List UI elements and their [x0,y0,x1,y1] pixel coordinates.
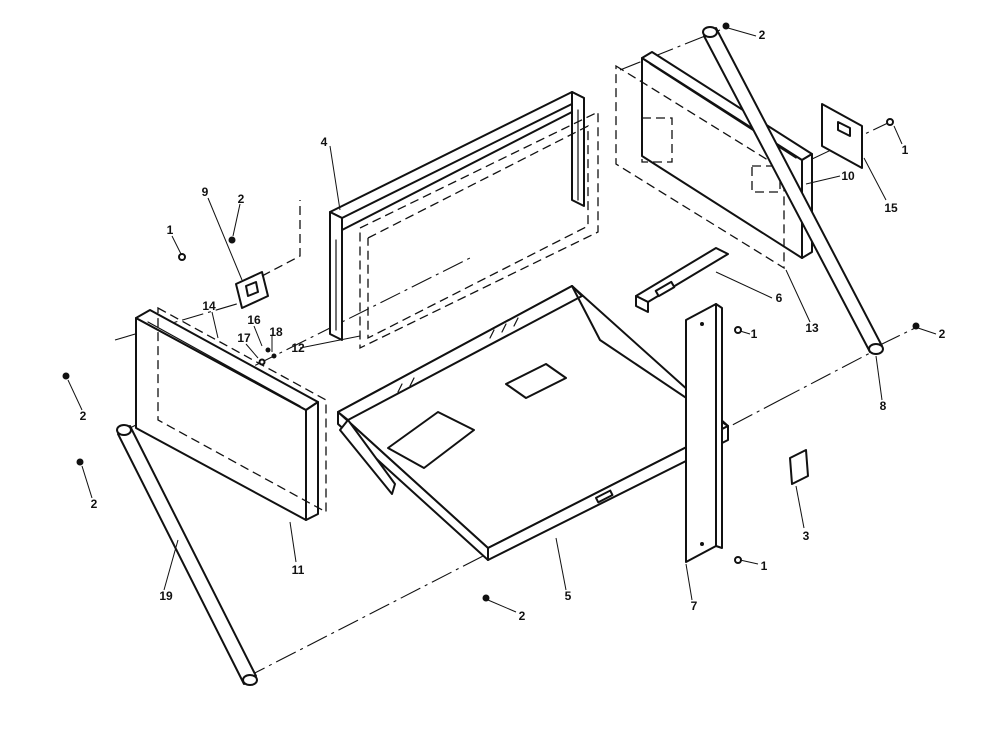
part-4-back-frame [329,91,585,341]
part-15-bracket [821,103,863,169]
callout-9: 9 [202,185,209,199]
callout-15: 15 [884,201,898,215]
part-13-dashed-panel [615,64,785,270]
callout-1d: 1 [761,559,768,573]
callout-2c: 2 [939,327,946,341]
callout-labels: 4 9 2 1 14 16 18 17 12 2 10 15 1 6 13 1 … [80,28,946,623]
part-19-left-leg [116,424,258,686]
callout-2b: 2 [759,28,766,42]
callout-8: 8 [880,399,887,413]
callout-5: 5 [565,589,572,603]
callout-7: 7 [691,599,698,613]
callout-1b: 1 [902,143,909,157]
part-9-hinge-bracket [235,200,301,309]
callout-14: 14 [202,299,216,313]
part-6-support-bracket [635,247,729,313]
part-14-dashed-panel [157,306,327,514]
part-11-left-panel [135,309,319,521]
part-8-right-leg [702,26,884,355]
callout-leaders [67,27,937,613]
callout-6: 6 [776,291,783,305]
part-12-dashed-panel [359,110,599,350]
callout-1a: 1 [167,223,174,237]
callout-19: 19 [159,589,173,603]
callout-10: 10 [841,169,855,183]
callout-2a: 2 [238,192,245,206]
fasteners [62,22,920,602]
callout-4: 4 [321,135,328,149]
callout-13: 13 [805,321,819,335]
callout-3: 3 [803,529,810,543]
callout-2e: 2 [80,409,87,423]
callout-2f: 2 [91,497,98,511]
callout-17: 17 [237,331,251,345]
part-5-base-tray [337,285,729,561]
callout-12: 12 [291,341,305,355]
callout-2d: 2 [519,609,526,623]
callout-16: 16 [247,313,261,327]
part-3-plate [789,449,809,485]
callout-11: 11 [292,563,305,577]
callout-18: 18 [269,325,283,339]
part-7-leg-plate [685,303,723,563]
callout-1c: 1 [751,327,758,341]
part-10-right-panel [641,51,813,259]
